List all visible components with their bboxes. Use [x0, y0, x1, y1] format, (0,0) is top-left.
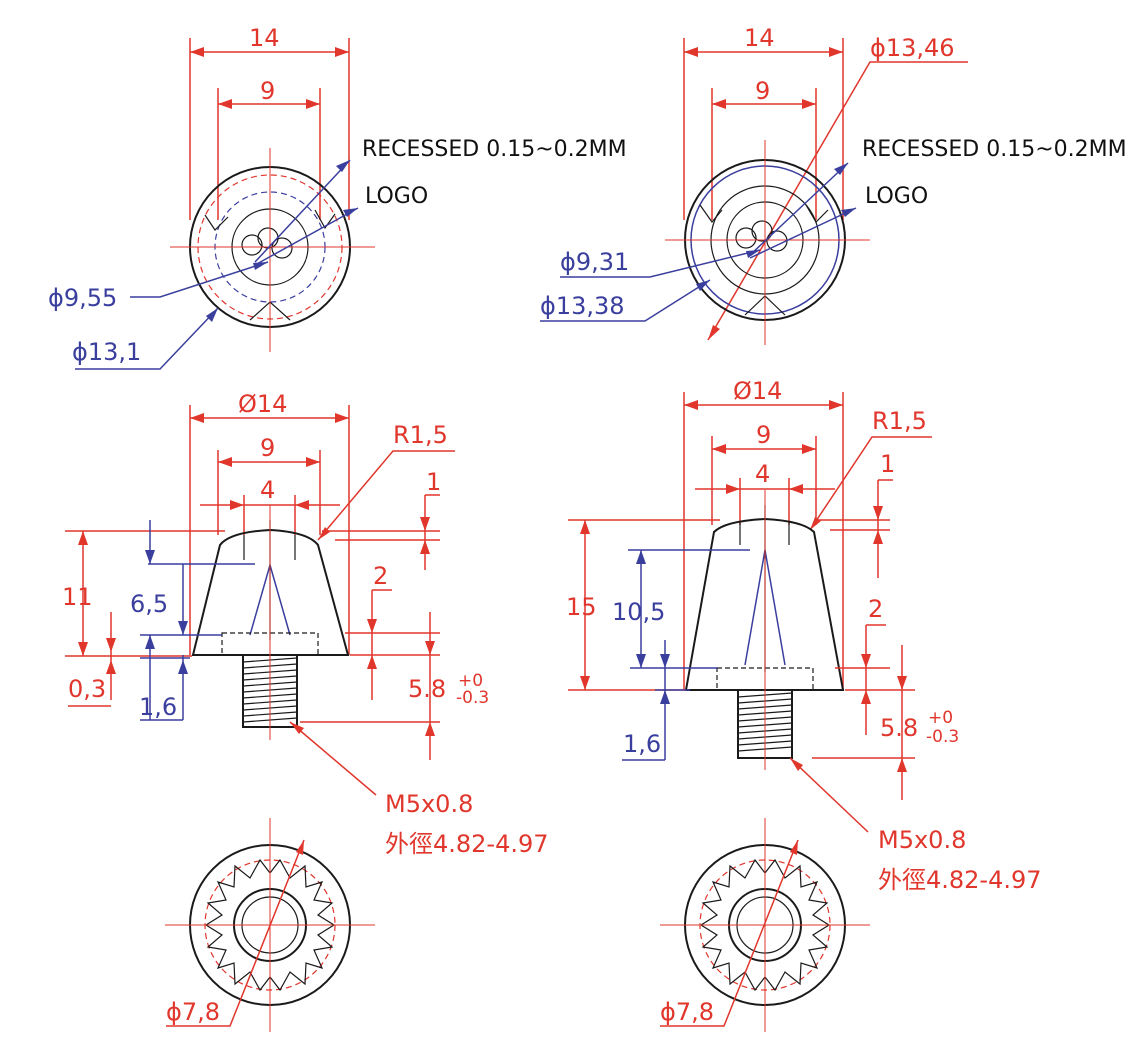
- thread-od: 外徑4.82-4.97: [878, 866, 1042, 894]
- dia-7-8: ϕ7,8: [660, 998, 714, 1026]
- dim-o14: Ø14: [733, 377, 782, 405]
- dia-13-1: ϕ13,1: [72, 338, 141, 366]
- top-right-view: 14 9 ϕ13,46 RECESSED 0.15~0.2MM LOGO ϕ9,…: [540, 24, 1127, 345]
- dim-4: 4: [755, 460, 770, 488]
- note-logo: LOGO: [865, 184, 928, 209]
- radius-r1-5: R1,5: [872, 407, 927, 435]
- dim-o14: Ø14: [238, 390, 287, 418]
- dia-9-31: ϕ9,31: [560, 248, 629, 276]
- dim-1-6: 1,6: [623, 730, 661, 758]
- mid-left-view: Ø14 9 4 R1,5: [62, 390, 549, 858]
- dim-14: 14: [744, 24, 775, 52]
- dim-9: 9: [756, 421, 771, 449]
- dim-9: 9: [260, 434, 275, 462]
- dim-5-8: 5.8: [880, 714, 918, 742]
- thread-spec: M5x0.8: [385, 790, 473, 818]
- dim-15: 15: [566, 593, 597, 621]
- bottom-right-view: ϕ7,8: [660, 818, 870, 1032]
- dim-11: 11: [62, 583, 93, 611]
- bottom-left-view: ϕ7,8: [165, 818, 375, 1032]
- note-recessed: RECESSED 0.15~0.2MM: [362, 137, 627, 162]
- tol-plus: +0: [928, 708, 953, 728]
- dim-0-3: 0,3: [68, 675, 106, 703]
- dim-2: 2: [868, 595, 883, 623]
- mid-right-view: Ø14 9 4 R1,5: [566, 377, 1042, 894]
- tol-plus: +0: [458, 671, 483, 691]
- dia-13-46: ϕ13,46: [870, 34, 955, 62]
- dim-14: 14: [249, 24, 280, 52]
- note-recessed: RECESSED 0.15~0.2MM: [862, 137, 1127, 162]
- dim-9: 9: [755, 77, 770, 105]
- dim-6-5: 6,5: [130, 590, 168, 618]
- dim-5-8: 5.8: [408, 675, 446, 703]
- dia-13-38: ϕ13,38: [540, 292, 625, 320]
- thread-od: 外徑4.82-4.97: [385, 830, 549, 858]
- tol-minus: -0.3: [926, 727, 959, 747]
- dim-1: 1: [880, 450, 895, 478]
- top-left-view: 14 9 RECESSED 0.15~0.2MM LOGO ϕ9,55: [48, 24, 627, 370]
- dim-9: 9: [260, 77, 275, 105]
- dim-4: 4: [260, 476, 275, 504]
- dia-7-8: ϕ7,8: [166, 998, 220, 1026]
- dia-9-55: ϕ9,55: [48, 284, 117, 312]
- dim-1: 1: [426, 468, 441, 496]
- dim-1-6: 1,6: [139, 693, 177, 721]
- thread-spec: M5x0.8: [878, 826, 966, 854]
- dim-2: 2: [373, 562, 388, 590]
- dim-10-5: 10,5: [612, 598, 665, 626]
- note-logo: LOGO: [365, 184, 428, 209]
- radius-r1-5: R1,5: [393, 421, 448, 449]
- tol-minus: -0.3: [456, 688, 489, 708]
